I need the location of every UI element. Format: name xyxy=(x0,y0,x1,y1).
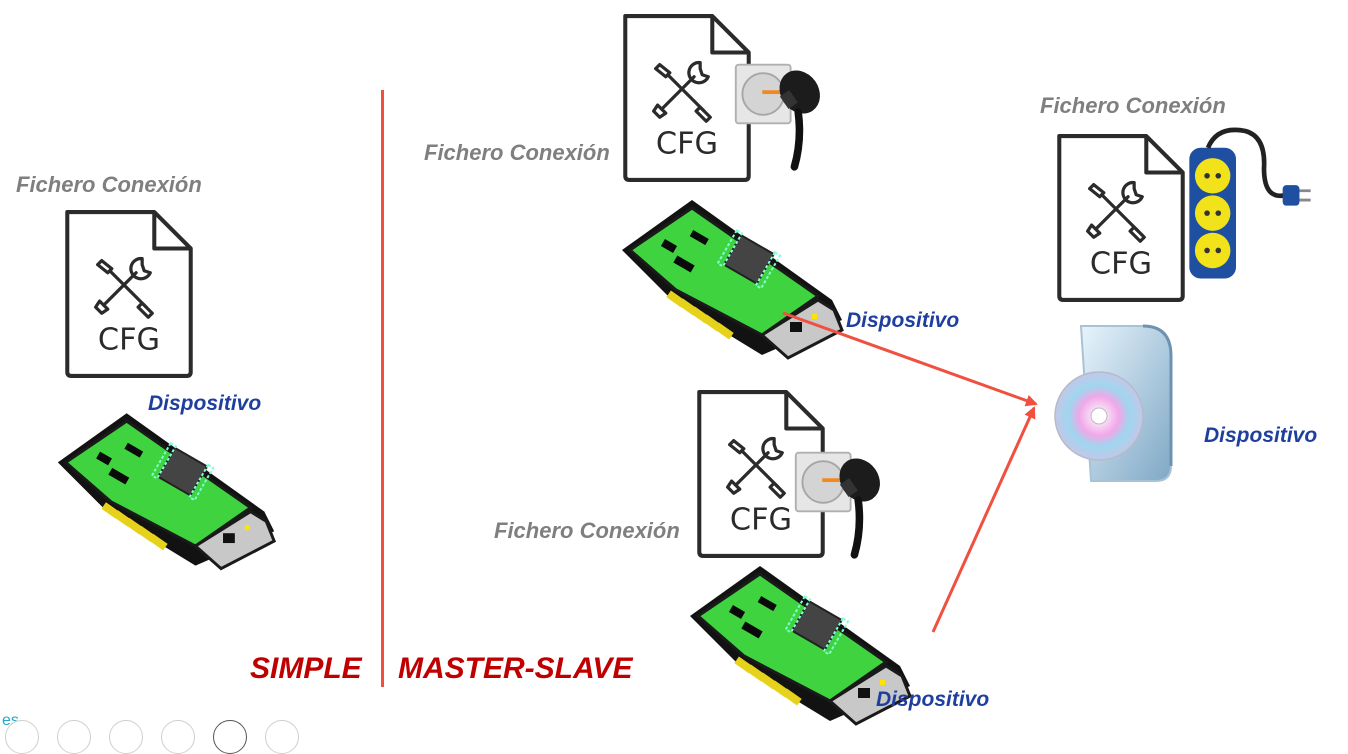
nav-dot[interactable] xyxy=(57,720,91,754)
arrow-bottom-to-master xyxy=(931,406,1036,633)
nav-dot[interactable] xyxy=(161,720,195,754)
arrow-top-to-master xyxy=(782,311,1038,407)
simple-file-label: Fichero Conexión xyxy=(16,172,202,197)
master-file-label: Fichero Conexión xyxy=(1040,93,1226,118)
nav-dot[interactable] xyxy=(109,720,143,754)
mode-label-master-slave: MASTER-SLAVE xyxy=(398,652,633,685)
nav-dot[interactable] xyxy=(213,720,247,754)
ms-top-device-label: Dispositivo xyxy=(846,309,960,332)
slide-nav xyxy=(5,720,299,754)
simple-device-label: Dispositivo xyxy=(148,392,262,415)
master-device-label: Dispositivo xyxy=(1204,424,1318,447)
nav-dot[interactable] xyxy=(5,720,39,754)
mode-label-simple: SIMPLE xyxy=(250,652,362,685)
ms-top-file-label: Fichero Conexión xyxy=(424,140,610,165)
connection-arrows xyxy=(782,311,1038,633)
ms-bottom-file-label: Fichero Conexión xyxy=(494,518,680,543)
ms-bottom-device-label: Dispositivo xyxy=(876,688,990,711)
nav-dot[interactable] xyxy=(265,720,299,754)
mode-divider xyxy=(381,90,384,687)
